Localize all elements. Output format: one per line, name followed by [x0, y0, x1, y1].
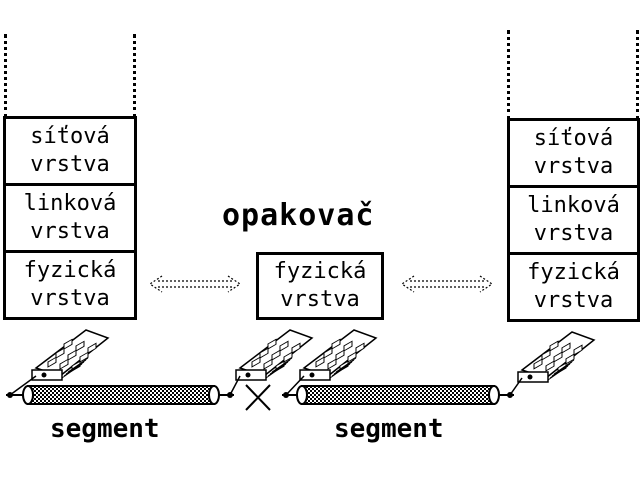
stack-continuation-line — [636, 30, 639, 120]
network-card-icon — [509, 331, 596, 396]
layer-label: vrstva — [280, 287, 360, 312]
repeater-title: opakovač — [222, 198, 375, 233]
network-card-icon — [285, 329, 378, 396]
bidirectional-arrow-icon — [148, 275, 242, 293]
cable-icon — [6, 385, 234, 405]
layer-label: fyzická — [23, 258, 117, 283]
network-card-icon — [9, 329, 110, 396]
layer-label: vrstva — [30, 152, 110, 177]
left-physical-layer: fyzická vrstva — [3, 250, 137, 320]
bidirectional-arrow-icon — [400, 275, 494, 293]
left-network-layer: síťová vrstva — [3, 116, 137, 186]
segment-label: segment — [334, 414, 444, 444]
layer-label: vrstva — [30, 219, 110, 244]
segment-label: segment — [50, 414, 160, 444]
layer-label: síťová — [30, 124, 110, 149]
layer-label: vrstva — [533, 154, 614, 179]
layer-label: vrstva — [533, 288, 614, 313]
right-link-layer: linková vrstva — [507, 185, 640, 255]
layer-label: fyzická — [527, 260, 620, 285]
cut-mark-icon — [245, 384, 271, 411]
right-physical-layer: fyzická vrstva — [507, 252, 640, 322]
repeater-physical-layer: fyzická vrstva — [256, 252, 384, 320]
layer-label: linková — [527, 193, 620, 218]
cable-icon — [282, 385, 514, 405]
layer-label: fyzická — [273, 259, 367, 284]
layer-label: vrstva — [30, 286, 110, 311]
stack-continuation-line — [133, 34, 136, 118]
layer-label: vrstva — [533, 221, 614, 246]
left-link-layer: linková vrstva — [3, 183, 137, 253]
layer-label: linková — [23, 191, 117, 216]
stack-continuation-line — [4, 34, 7, 118]
network-card-icon — [229, 329, 314, 396]
right-network-layer: síťová vrstva — [507, 118, 640, 188]
stack-continuation-line — [507, 30, 510, 120]
layer-label: síťová — [533, 126, 614, 151]
